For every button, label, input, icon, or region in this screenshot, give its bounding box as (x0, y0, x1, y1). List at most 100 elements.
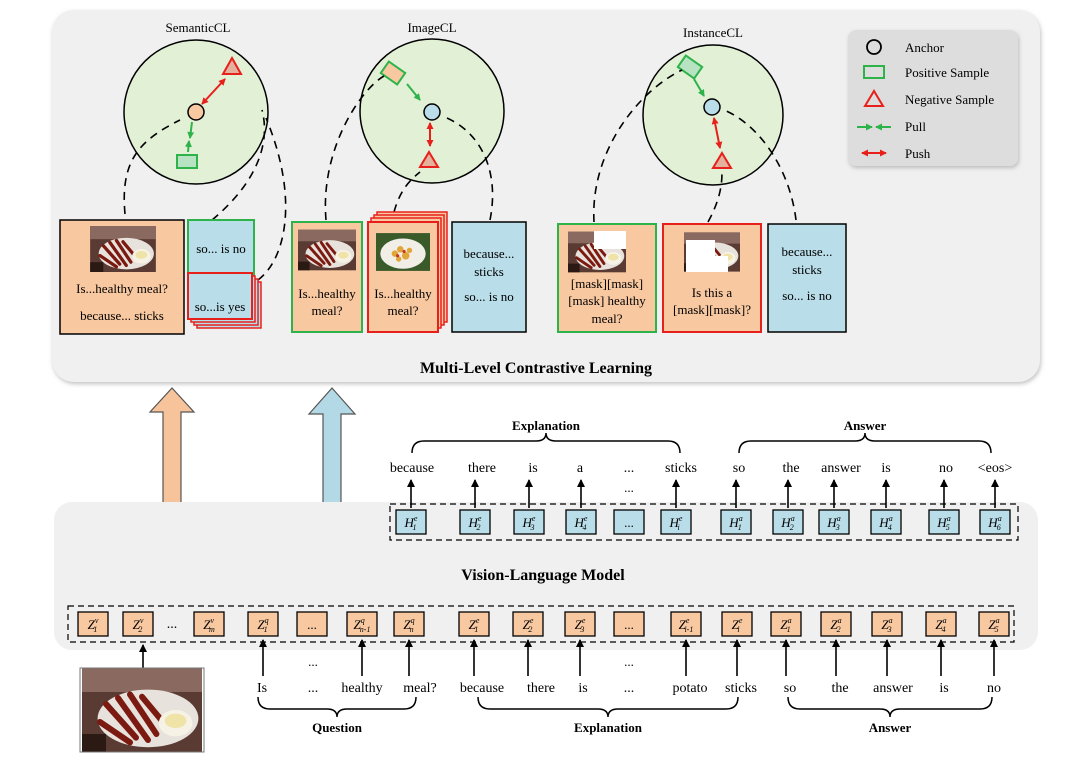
legend-anchor-label: Anchor (905, 40, 945, 55)
semantic-pull-arrow-1 (187, 121, 195, 139)
circle-icon (866, 39, 882, 55)
input-token-box (670, 611, 702, 637)
legend-pull-label: Pull (905, 119, 926, 134)
output-word: a (577, 461, 584, 476)
legend-negative-label: Negative Sample (905, 92, 994, 107)
instance-positive-line1: [mask][mask] (571, 276, 643, 291)
image-negative-line2: meal? (387, 303, 418, 318)
output-word: is (528, 461, 537, 476)
semantic-negative-triangle (221, 55, 243, 75)
semantic-connector-left (123, 119, 181, 215)
semantic-connector-right (211, 109, 266, 221)
input-token-box (564, 611, 596, 637)
input-explanation-brace-label: Explanation (574, 720, 643, 735)
input-word: is (939, 681, 948, 696)
legend-box (848, 30, 1018, 166)
instance-anchor-line1: because... (782, 244, 833, 259)
instance-negative-mask (686, 240, 728, 272)
input-token-label: ... (624, 617, 634, 632)
input-token-box (296, 611, 328, 637)
semantic-cl-group: SemanticCL Is...healthy meal? because...… (59, 20, 287, 335)
hidden-token-box (979, 509, 1011, 535)
output-word: <eos> (978, 461, 1013, 476)
input-word: Is (257, 681, 267, 696)
hidden-tokens-container (389, 503, 1019, 541)
input-word: answer (873, 681, 913, 696)
output-word: is (881, 461, 890, 476)
input-token-box (925, 611, 957, 637)
input-dots-question: ... (308, 654, 318, 669)
semantic-negative-stack (187, 272, 262, 329)
instance-cl-label: InstanceCL (683, 25, 743, 40)
instance-anchor-card (767, 223, 847, 333)
instance-push-arrow (711, 117, 723, 149)
output-dots: ... (624, 480, 634, 495)
output-word: no (939, 461, 953, 476)
input-token-box (820, 611, 852, 637)
input-token-box (512, 611, 544, 637)
input-tokens-container (67, 605, 1015, 643)
input-token-ellipsis: ... (167, 617, 178, 632)
image-positive-line2: meal? (311, 303, 342, 318)
hidden-token-box (565, 509, 597, 535)
semantic-push-arrow (201, 78, 226, 105)
explanation-brace-label: Explanation (512, 418, 581, 433)
input-token-box (721, 611, 753, 637)
input-word: is (578, 681, 587, 696)
semantic-positive-rect (176, 154, 198, 169)
instance-positive-mask (594, 231, 626, 249)
input-word: no (987, 681, 1001, 696)
semantic-positive-card (187, 219, 255, 277)
instance-negative-triangle (711, 151, 733, 169)
input-token-box (770, 611, 802, 637)
green-rectangle-icon (863, 65, 885, 79)
image-negative-photo (376, 233, 430, 271)
hidden-token-box (928, 509, 960, 535)
input-token-box (193, 611, 225, 637)
image-anchor-line1: because... (464, 246, 515, 261)
input-word: ... (308, 681, 319, 696)
input-word: healthy (341, 681, 382, 696)
image-positive-rect (379, 60, 407, 86)
instance-negative-line1: Is this a (692, 285, 733, 300)
hidden-token-box (772, 509, 804, 535)
input-token-box (77, 611, 109, 637)
hidden-token-box (613, 509, 645, 535)
semantic-anchor-image (90, 226, 156, 272)
input-token-box (613, 611, 645, 637)
input-word: so (784, 681, 796, 696)
instance-anchor-line2: sticks (792, 262, 822, 277)
input-token-box (978, 611, 1010, 637)
instance-anchor-dot (703, 98, 721, 116)
input-word: there (527, 681, 555, 696)
input-word: ... (624, 681, 635, 696)
output-word: because (390, 461, 434, 476)
hidden-token-box (395, 509, 427, 535)
